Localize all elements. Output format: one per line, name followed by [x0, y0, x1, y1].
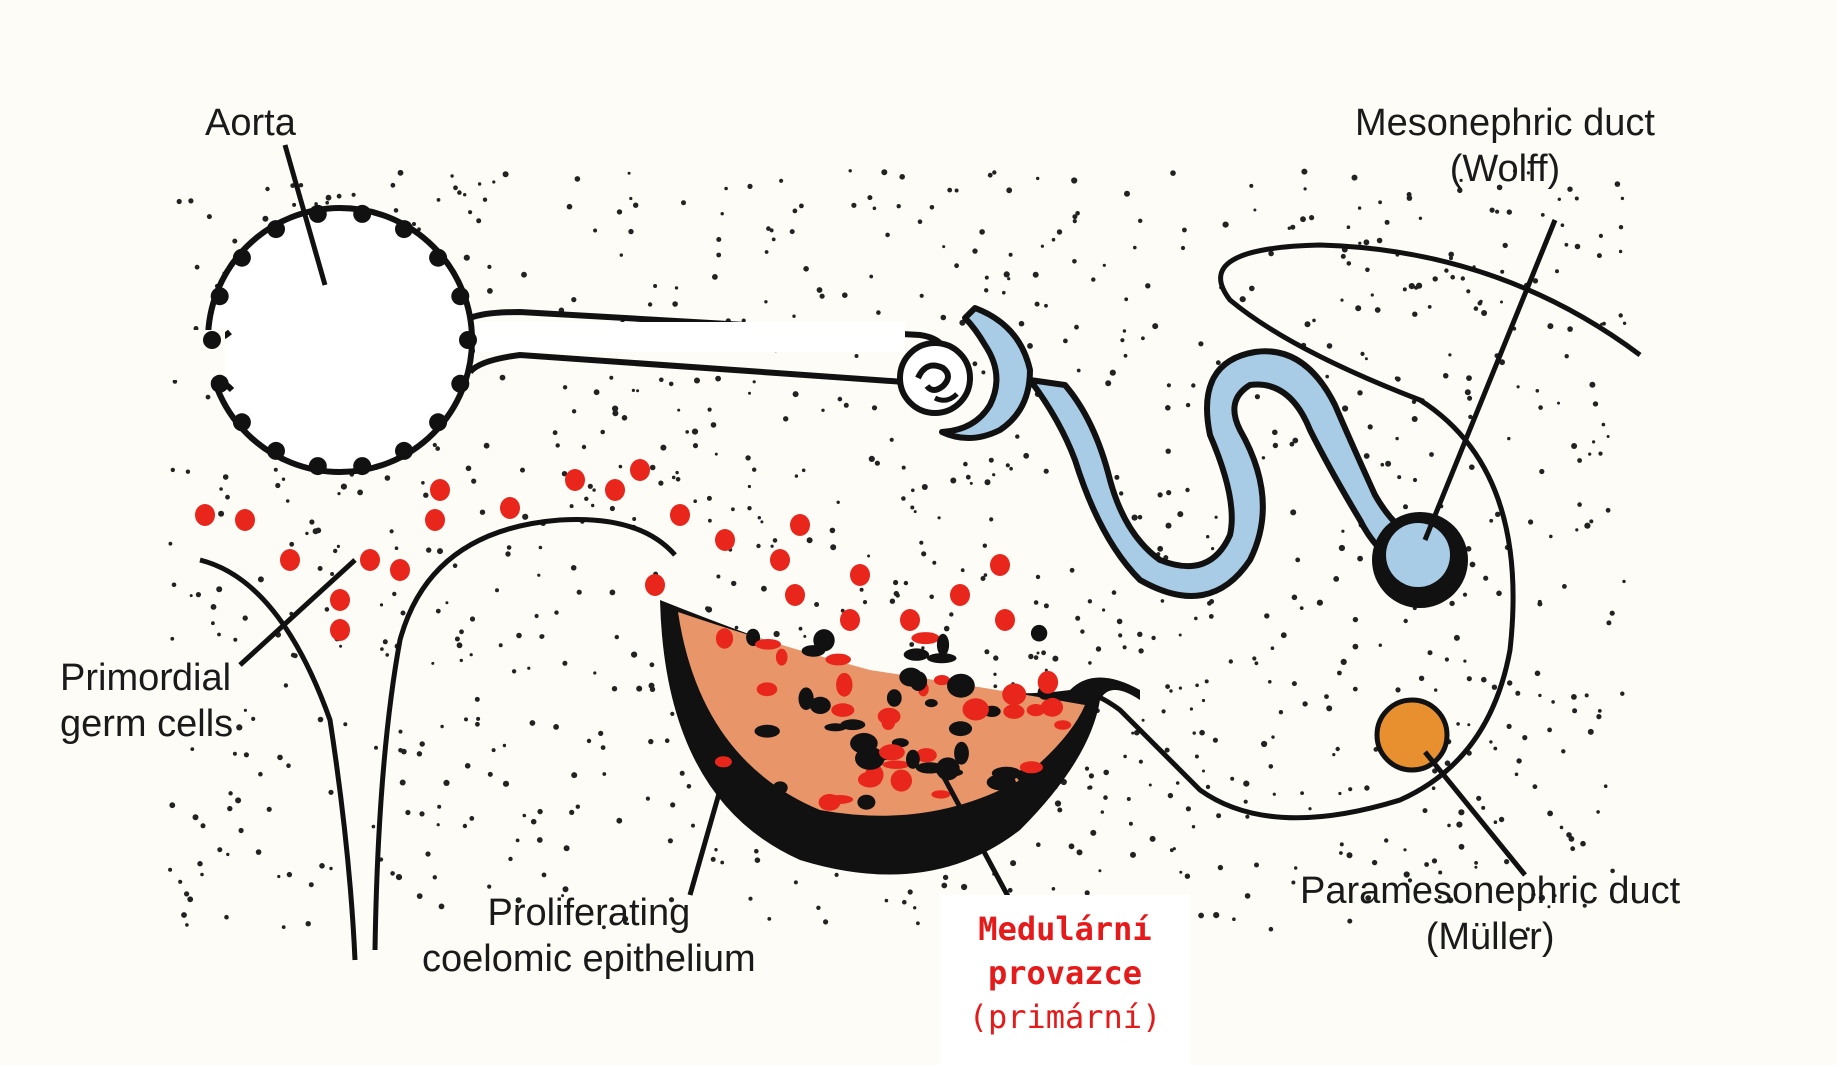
- primordial-germ-cells-label: Primordial germ cells: [60, 655, 233, 747]
- pgc-text-line2: germ cells: [60, 701, 233, 747]
- medul-text-line2: provazce: [940, 951, 1190, 995]
- glomerulus: [900, 343, 970, 413]
- medul-text-line1: Medulární: [940, 907, 1190, 951]
- mesonephric-text-line1: Mesonephric duct: [1355, 100, 1655, 146]
- mesonephric-ridge-outline: [1080, 245, 1640, 818]
- para-text-line1: Paramesonephric duct: [1300, 868, 1680, 914]
- mesonephric-text-line2: (Wolff): [1355, 146, 1655, 192]
- para-text-line2: (Müller): [1300, 914, 1680, 960]
- proliferating-epithelium-label: Proliferating coelomic epithelium: [422, 890, 756, 982]
- paramesonephric-duct-label: Paramesonephric duct (Müller): [1300, 868, 1680, 960]
- paramesonephric-duct: [1377, 700, 1447, 770]
- mesonephric-duct: [1372, 512, 1468, 608]
- aorta-label: Aorta: [205, 100, 296, 146]
- medul-text-line3: (primární): [940, 995, 1190, 1039]
- medullary-cords-annotation: Medulární provazce (primární): [940, 895, 1190, 1065]
- dorsal-mesentery: [200, 560, 355, 960]
- pgc-text-line1: Primordial: [60, 655, 233, 701]
- primordial-germ-cells: [195, 459, 1015, 641]
- prolif-text-line1: Proliferating: [422, 890, 756, 936]
- prolif-text-line2: coelomic epithelium: [422, 936, 756, 982]
- aorta-text: Aorta: [205, 100, 296, 146]
- aorta-vessel: [160, 205, 945, 475]
- mesonephric-tubule: [942, 308, 1420, 596]
- gonadal-ridge: [660, 600, 1140, 875]
- coelomic-cavity-outline: [375, 519, 675, 950]
- mesonephric-duct-label: Mesonephric duct (Wolff): [1355, 100, 1655, 192]
